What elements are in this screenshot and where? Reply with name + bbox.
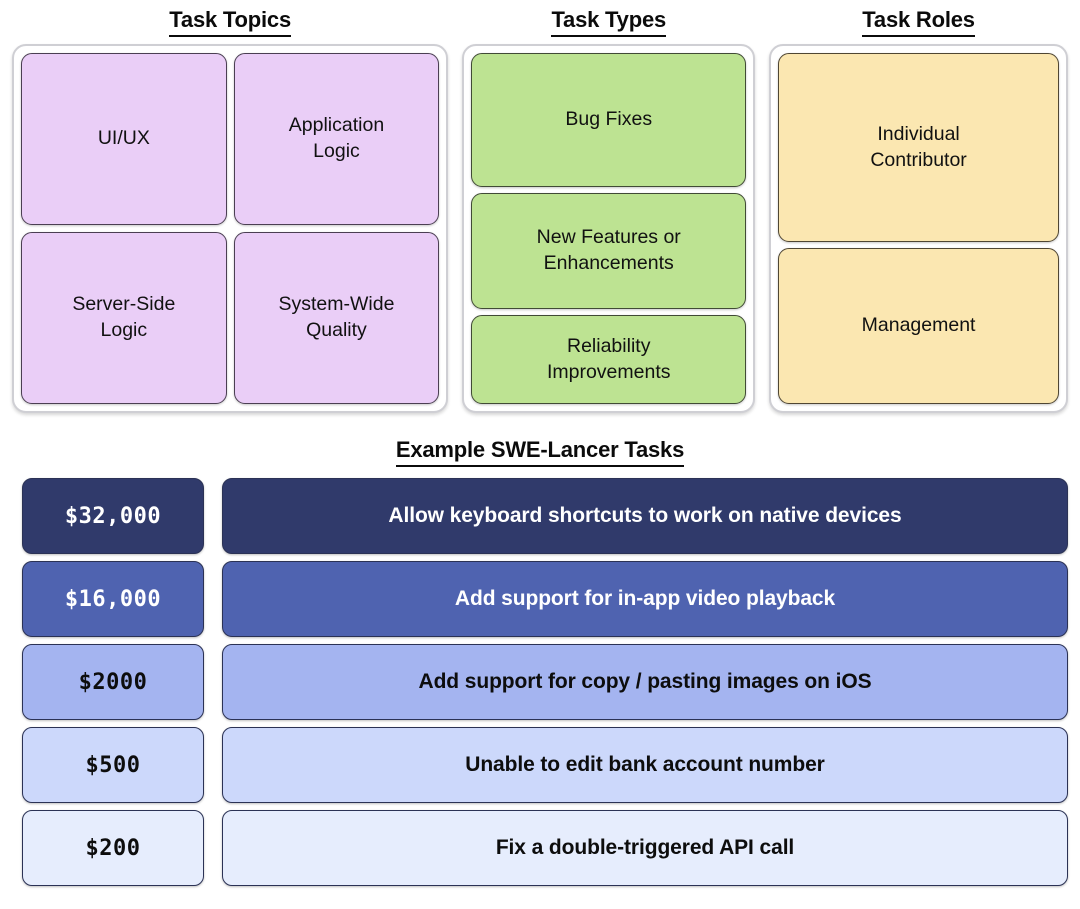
task-price-chip[interactable]: $2000	[22, 644, 204, 721]
table-row: $2000 Add support for copy / pasting ima…	[22, 644, 1068, 721]
task-description[interactable]: Add support for copy / pasting images on…	[222, 644, 1068, 721]
task-price-chip[interactable]: $200	[22, 810, 204, 887]
role-cell-management[interactable]: Management	[778, 248, 1059, 405]
examples-title-text: Example SWE-Lancer Tasks	[395, 437, 684, 468]
task-price-chip[interactable]: $32,000	[22, 478, 204, 555]
task-description[interactable]: Fix a double-triggered API call	[222, 810, 1068, 887]
table-row: $500 Unable to edit bank account number	[22, 727, 1068, 804]
task-description[interactable]: Allow keyboard shortcuts to work on nati…	[222, 478, 1068, 555]
table-row: $32,000 Allow keyboard shortcuts to work…	[22, 478, 1068, 555]
category-title-task-roles: Task Roles	[769, 0, 1068, 44]
category-title-task-topics: Task Topics	[12, 0, 448, 44]
table-row: $16,000 Add support for in-app video pla…	[22, 561, 1068, 638]
task-description[interactable]: Add support for in-app video playback	[222, 561, 1068, 638]
example-task-list: $32,000 Allow keyboard shortcuts to work…	[0, 478, 1080, 887]
category-title-text: Task Topics	[169, 7, 291, 37]
task-description[interactable]: Unable to edit bank account number	[222, 727, 1068, 804]
category-title-text: Task Types	[551, 7, 666, 37]
examples-title: Example SWE-Lancer Tasks	[0, 413, 1080, 478]
task-price-chip[interactable]: $16,000	[22, 561, 204, 638]
topic-cell-ui-ux[interactable]: UI/UX	[21, 53, 227, 226]
table-row: $200 Fix a double-triggered API call	[22, 810, 1068, 887]
task-price-chip[interactable]: $500	[22, 727, 204, 804]
category-title-task-types: Task Types	[462, 0, 755, 44]
category-title-text: Task Roles	[862, 7, 975, 37]
type-cell-bug-fixes[interactable]: Bug Fixes	[471, 53, 747, 188]
